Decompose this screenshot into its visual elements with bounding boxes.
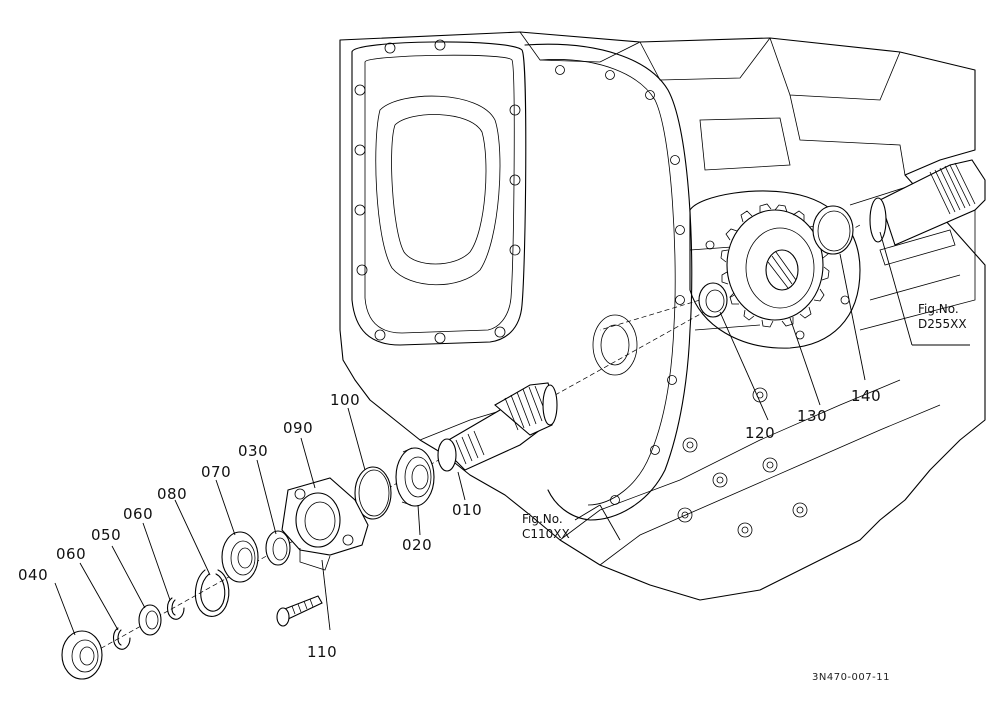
- fig-ref-c110xx[interactable]: Fig.No. C110XX: [522, 512, 570, 542]
- o-ring-100: [354, 466, 392, 520]
- callout-140: 140: [851, 387, 882, 405]
- output-shaft-right: [869, 159, 986, 246]
- fig-ref-d255xx[interactable]: Fig.No. D255XX: [918, 302, 967, 332]
- callout-050: 050: [91, 526, 122, 544]
- gear-130: [720, 203, 830, 328]
- oil-seal-120: [698, 282, 728, 318]
- callout-110: 110: [307, 643, 338, 661]
- fig-ref-c110xx-label: Fig.No.: [522, 512, 563, 526]
- callout-060-lower: 060: [56, 545, 87, 563]
- oil-seal-040: [61, 630, 103, 680]
- callout-010: 010: [452, 501, 483, 519]
- callout-070: 070: [201, 463, 232, 481]
- shaft-010: [437, 382, 558, 472]
- fig-ref-d255xx-number: D255XX: [918, 317, 967, 331]
- fig-ref-d255xx-label: Fig.No.: [918, 302, 959, 316]
- callout-090: 090: [283, 419, 314, 437]
- leader-lines: [54, 231, 970, 636]
- callout-100: 100: [330, 391, 361, 409]
- callout-030: 030: [238, 442, 269, 460]
- bearing-020: [395, 447, 435, 507]
- bearing-housing-090: [281, 477, 369, 571]
- callout-040: 040: [18, 566, 49, 584]
- fig-ref-c110xx-number: C110XX: [522, 527, 570, 541]
- callout-060-upper: 060: [123, 505, 154, 523]
- snap-ring-140: [812, 205, 854, 255]
- callout-020: 020: [402, 536, 433, 554]
- callout-080: 080: [157, 485, 188, 503]
- callout-120: 120: [745, 424, 776, 442]
- collar-050: [138, 604, 162, 636]
- transmission-housing: [339, 31, 986, 601]
- bolt-110: [276, 595, 323, 627]
- callout-130: 130: [797, 407, 828, 425]
- bearing-070: [221, 531, 259, 583]
- snap-ring-060-upper: [166, 597, 185, 620]
- snap-ring-080: [194, 569, 230, 617]
- snap-ring-060-lower: [112, 627, 131, 650]
- document-id: 3N470-007-11: [812, 672, 890, 683]
- collar-030: [265, 530, 291, 566]
